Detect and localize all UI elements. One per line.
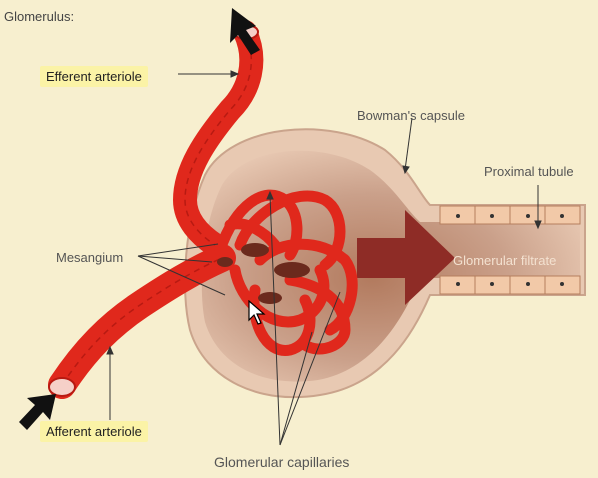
label-bowmans-capsule: Bowman's capsule [357, 108, 465, 123]
label-efferent-arteriole: Efferent arteriole [40, 66, 148, 87]
label-afferent-arteriole: Afferent arteriole [40, 421, 148, 442]
label-proximal-tubule: Proximal tubule [484, 164, 574, 179]
label-glomerular-filtrate: Glomerular filtrate [453, 253, 557, 268]
pointer-lines [106, 70, 542, 446]
proximal-tubule-wall [439, 205, 581, 295]
mouse-cursor-icon [248, 300, 266, 325]
afferent-opening [48, 377, 76, 397]
diagram-title: Glomerulus: [4, 9, 75, 24]
filtrate-arrow [357, 210, 455, 305]
mesangium-cells [217, 243, 310, 304]
label-mesangium: Mesangium [56, 250, 124, 265]
flow-arrows [19, 8, 260, 430]
label-glomerular-capillaries: Glomerular capillaries [214, 454, 350, 470]
